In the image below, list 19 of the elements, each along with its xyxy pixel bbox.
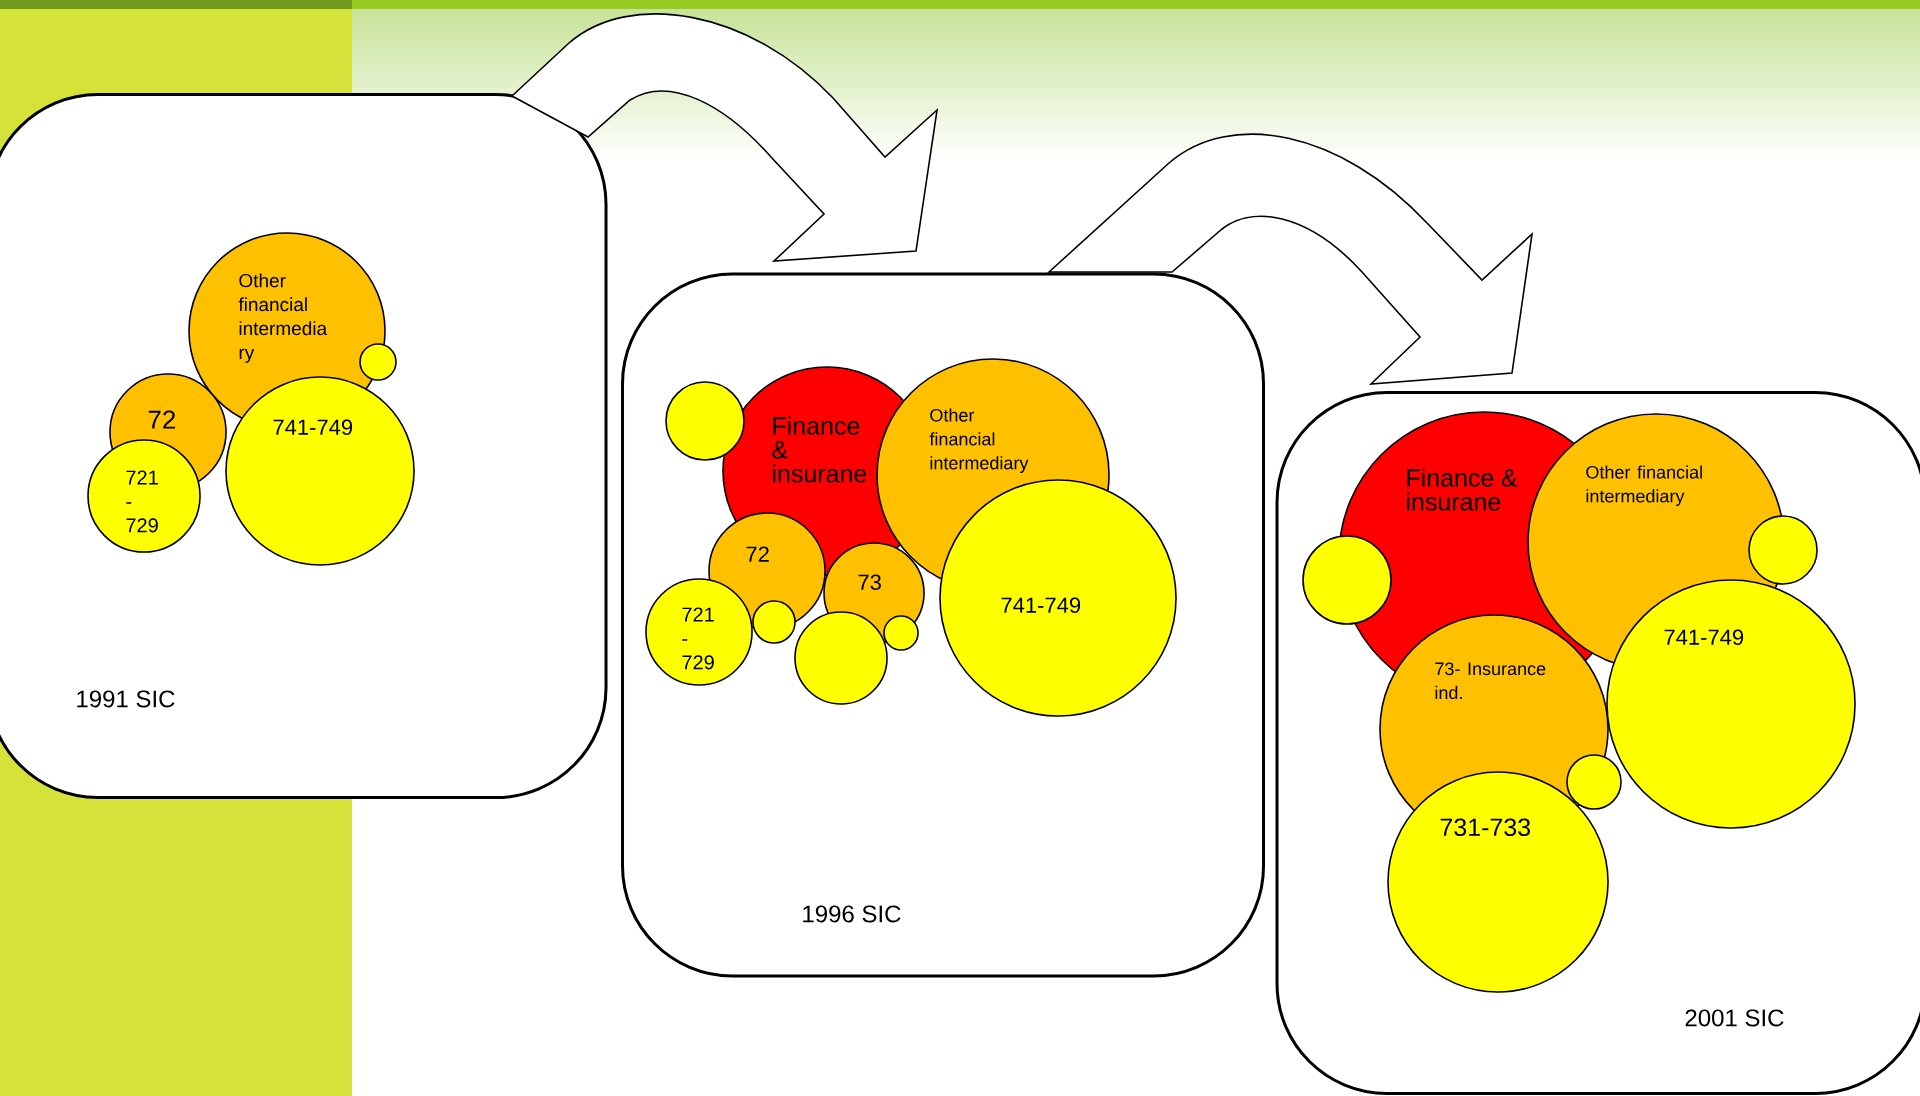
bubble (1566, 754, 1622, 810)
block-arrow (511, 13, 938, 262)
year-label: 2001 SIC (1685, 1009, 1784, 1027)
block-arrow (1048, 133, 1533, 385)
bubble (883, 615, 919, 651)
bubble: 731-733 (1387, 771, 1609, 993)
bubble: 741-749 (1606, 579, 1856, 829)
bubble: 721 - 729 (645, 578, 753, 686)
bubble: 741-749 (225, 376, 415, 566)
bubble (794, 611, 888, 705)
bubble: 721 - 729 (87, 439, 201, 553)
bubble (359, 343, 397, 381)
bubble (752, 600, 796, 644)
bubble (1748, 515, 1818, 585)
bubble (1302, 535, 1392, 625)
bubble: 741-749 (939, 479, 1177, 717)
bubble (665, 381, 745, 461)
year-label: 1991 SIC (77, 690, 175, 708)
year-label: 1996 SIC (803, 905, 901, 923)
